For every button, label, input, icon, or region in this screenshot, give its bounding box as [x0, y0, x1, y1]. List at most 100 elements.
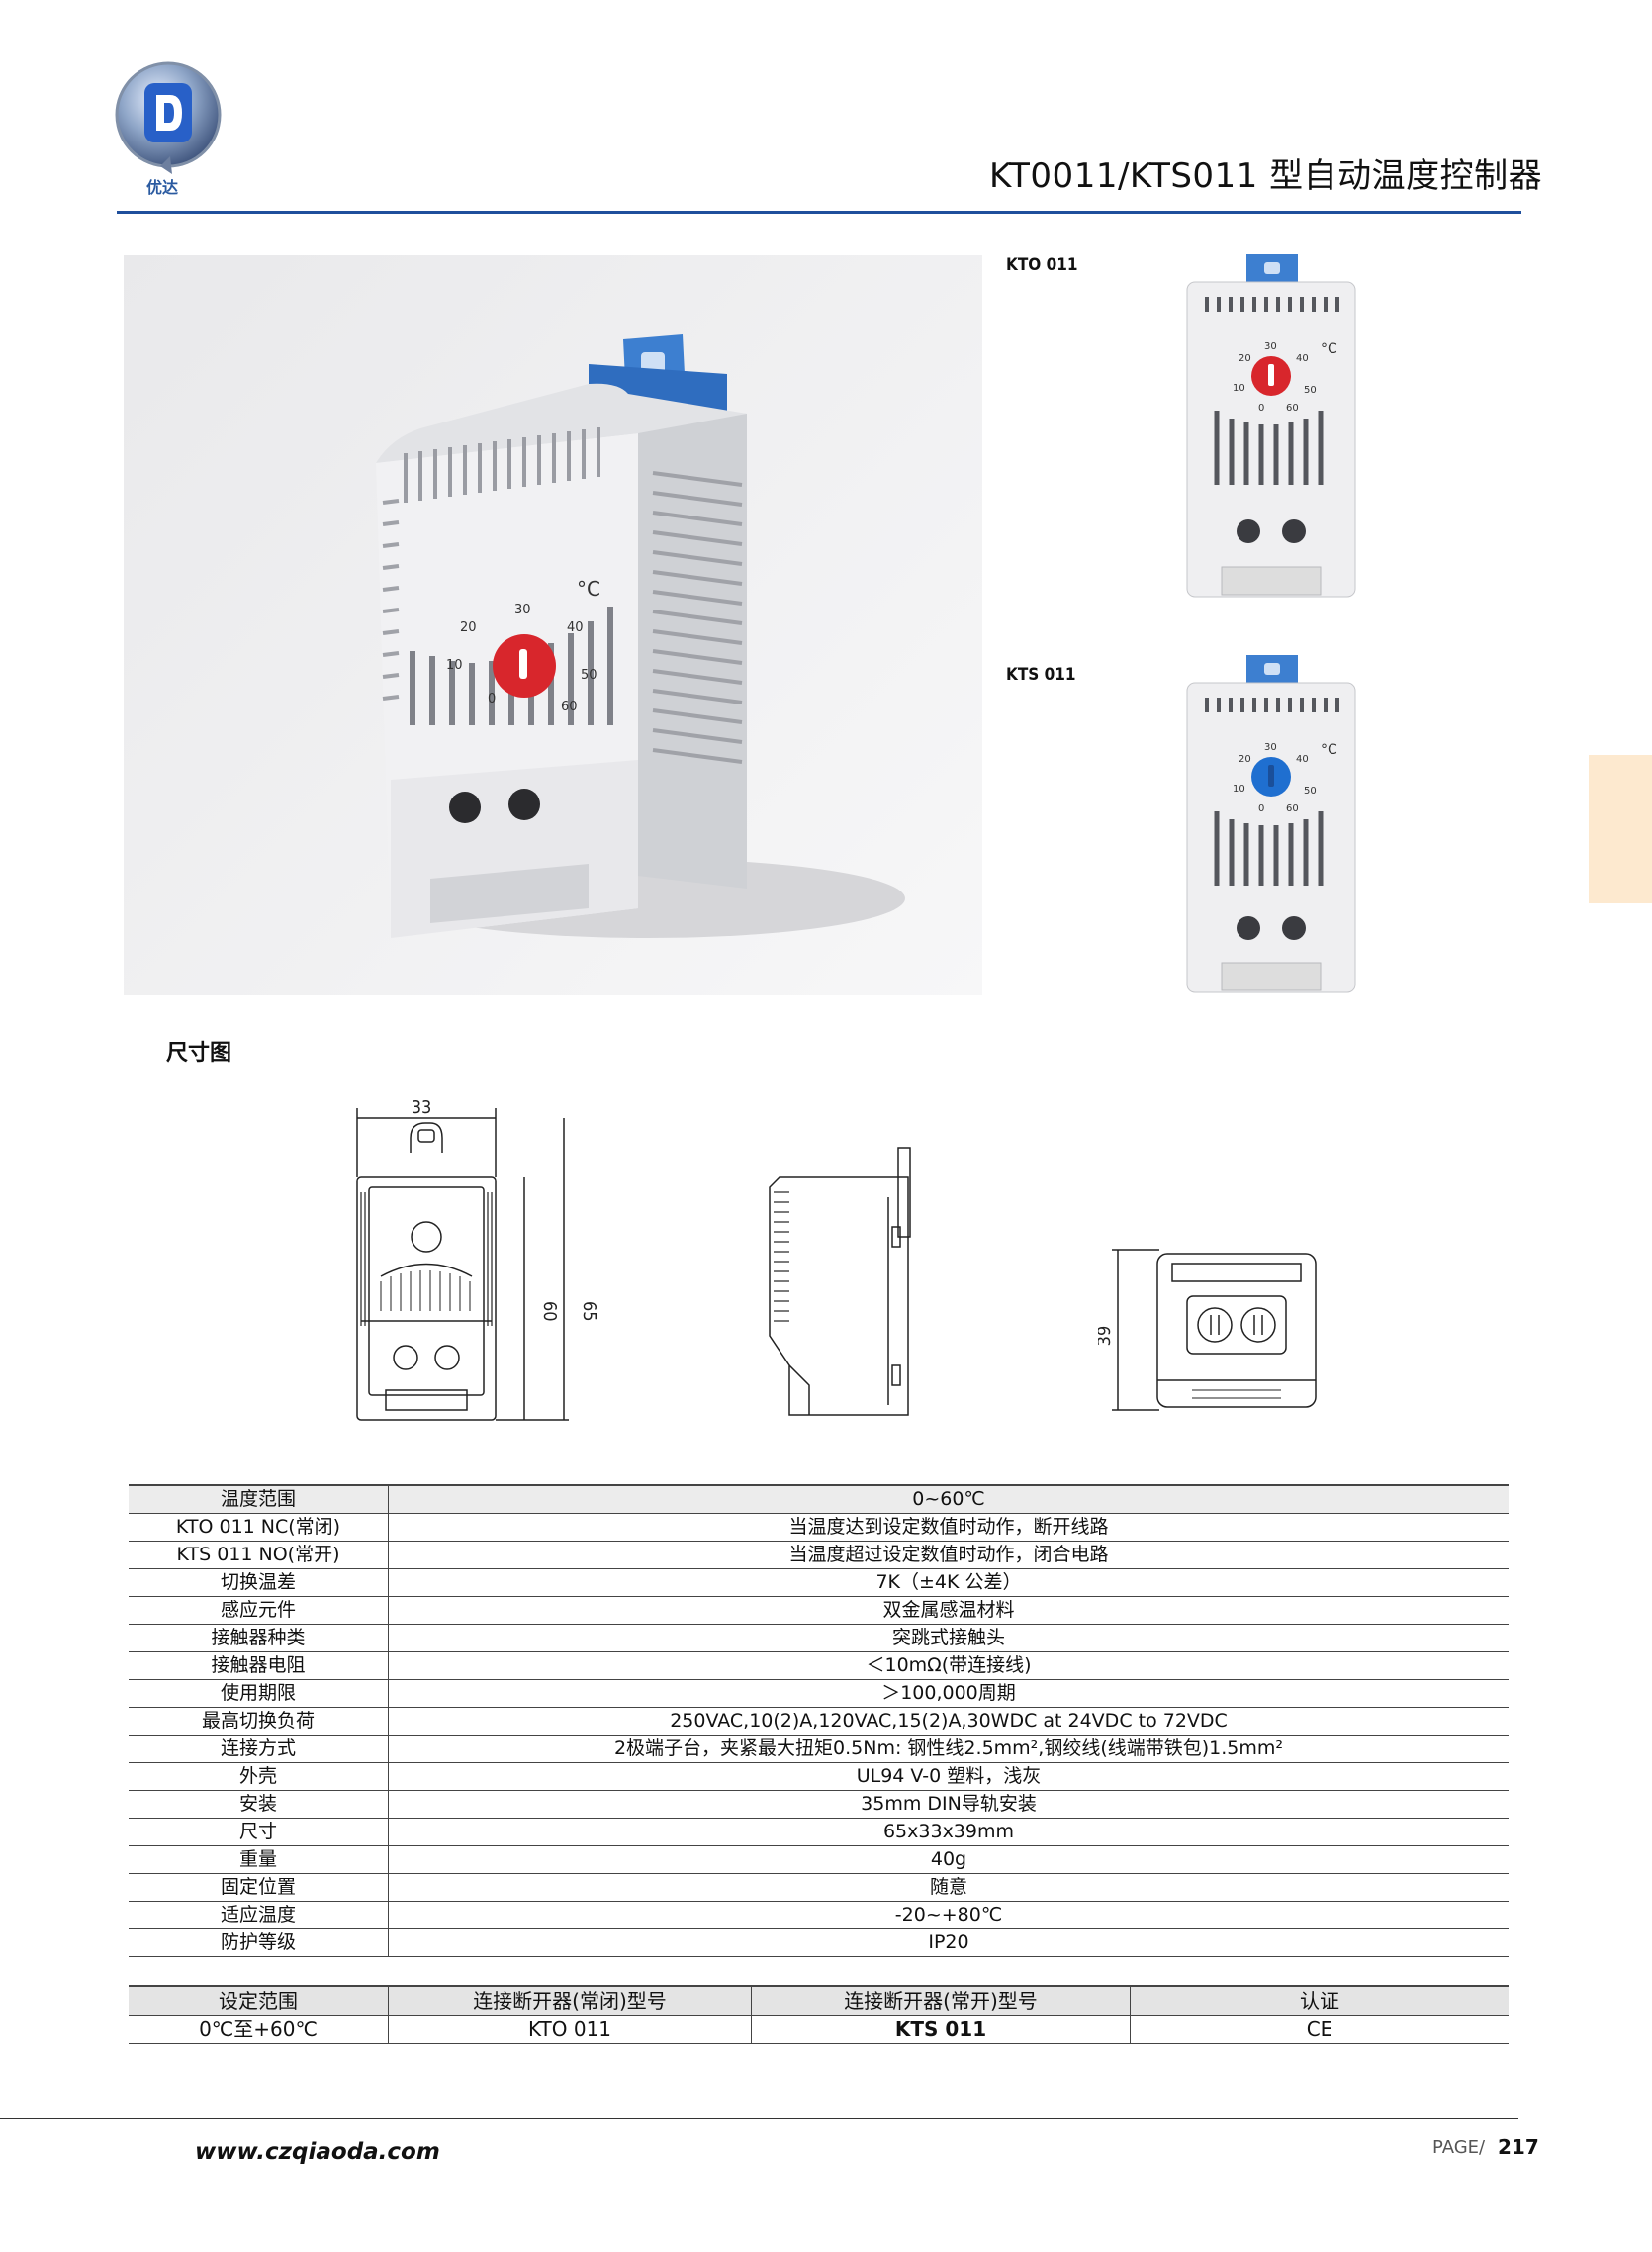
spec-value: -20~+80℃ — [388, 1901, 1509, 1929]
spec-label: 连接方式 — [129, 1735, 389, 1763]
spec-label: 适应温度 — [129, 1901, 389, 1929]
spec-value: ＜10mΩ(带连接线) — [388, 1651, 1509, 1680]
spec-label: 切换温差 — [129, 1568, 389, 1597]
table-row: 适应温度-20~+80℃ — [129, 1901, 1509, 1929]
spec-value: 65x33x39mm — [388, 1818, 1509, 1846]
svg-text:0: 0 — [1258, 403, 1264, 414]
svg-text:20: 20 — [1239, 353, 1251, 364]
svg-text:10: 10 — [1233, 383, 1245, 394]
svg-text:40: 40 — [1296, 754, 1309, 765]
svg-text:50: 50 — [581, 668, 597, 683]
kto-model-label: KTO 011 — [1006, 255, 1078, 275]
header-cell: 连接断开器(常闭)型号 — [388, 1985, 752, 2016]
page-number: 217 — [1498, 2135, 1539, 2159]
spec-label: 安装 — [129, 1790, 389, 1819]
table-row: KTO 011 NC(常闭)当温度达到设定数值时动作，断开线路 — [129, 1513, 1509, 1542]
logo-text: 优达 — [146, 178, 179, 197]
spec-value: 0~60℃ — [388, 1484, 1509, 1514]
spec-value: ＞100,000周期 — [388, 1679, 1509, 1708]
table-row: 接触器种类突跳式接触头 — [129, 1624, 1509, 1652]
spec-label: KTS 011 NO(常开) — [129, 1541, 389, 1569]
spec-value: 40g — [388, 1845, 1509, 1874]
svg-text:30: 30 — [1264, 742, 1277, 753]
dim-height-inner: 60 — [539, 1301, 560, 1322]
spec-value: 双金属感温材料 — [388, 1596, 1509, 1625]
table-row: 使用期限＞100,000周期 — [129, 1679, 1509, 1708]
spec-value: UL94 V-0 塑料，浅灰 — [388, 1762, 1509, 1791]
spec-label: 固定位置 — [129, 1873, 389, 1902]
spec-value: 随意 — [388, 1873, 1509, 1902]
svg-text:°C: °C — [577, 577, 600, 601]
footer-divider — [0, 2118, 1518, 2119]
spec-label: 最高切换负荷 — [129, 1707, 389, 1736]
table-cell: KTO 011 — [388, 2015, 752, 2044]
footer-website-link[interactable]: www.czqiaoda.com — [195, 2139, 440, 2165]
spec-value: 当温度超过设定数值时动作，闭合电路 — [388, 1541, 1509, 1569]
spec-value: 2极端子台，夹紧最大扭矩0.5Nm: 钢性线2.5mm²,钢绞线(线端带铁包)1… — [388, 1735, 1509, 1763]
svg-text:°C: °C — [1321, 742, 1337, 758]
table-row: 感应元件双金属感温材料 — [129, 1596, 1509, 1625]
header-divider — [117, 211, 1521, 214]
table-row: 固定位置随意 — [129, 1873, 1509, 1902]
spec-label: 接触器种类 — [129, 1624, 389, 1652]
dim-height-outer: 65 — [579, 1301, 599, 1322]
dimension-section-title: 尺寸图 — [166, 1041, 232, 1066]
table-cell: CE — [1130, 2015, 1509, 2044]
side-section-tab — [1589, 755, 1652, 903]
model-cert-table: 设定范围 连接断开器(常闭)型号 连接断开器(常开)型号 认证 0℃至+60℃ … — [129, 1985, 1509, 2044]
svg-text:60: 60 — [561, 700, 578, 714]
svg-text:0: 0 — [488, 692, 496, 706]
kts-product-photo: 20 30 40 10 50 0 60 °C — [1177, 653, 1365, 994]
table-cell: 0℃至+60℃ — [129, 2015, 389, 2044]
svg-text:50: 50 — [1304, 786, 1317, 797]
kts-model-label: KTS 011 — [1006, 665, 1076, 685]
svg-text:60: 60 — [1286, 803, 1299, 814]
header-cell: 设定范围 — [129, 1985, 389, 2016]
svg-text:20: 20 — [1239, 754, 1251, 765]
spec-label: 温度范围 — [129, 1484, 389, 1514]
spec-value: IP20 — [388, 1928, 1509, 1957]
table-cell: KTS 011 — [751, 2015, 1131, 2044]
table-row: KTS 011 NO(常开)当温度超过设定数值时动作，闭合电路 — [129, 1541, 1509, 1569]
svg-text:30: 30 — [514, 603, 531, 617]
front-view-drawing: 33 60 65 — [351, 1097, 608, 1425]
spec-label: 重量 — [129, 1845, 389, 1874]
side-view-drawing — [750, 1138, 948, 1425]
svg-text:°C: °C — [1321, 341, 1337, 357]
spec-value: 当温度达到设定数值时动作，断开线路 — [388, 1513, 1509, 1542]
table-row: 0℃至+60℃ KTO 011 KTS 011 CE — [129, 2015, 1509, 2044]
company-logo: 优达 — [111, 57, 228, 204]
header-cell: 连接断开器(常开)型号 — [751, 1985, 1131, 2016]
table-row: 接触器电阻＜10mΩ(带连接线) — [129, 1651, 1509, 1680]
svg-text:40: 40 — [567, 620, 584, 635]
spec-label: KTO 011 NC(常闭) — [129, 1513, 389, 1542]
bottom-view-drawing: 39 — [1094, 1242, 1326, 1420]
spec-value: 250VAC,10(2)A,120VAC,15(2)A,30WDC at 24V… — [388, 1707, 1509, 1736]
header-cell: 认证 — [1130, 1985, 1509, 2016]
spec-label: 使用期限 — [129, 1679, 389, 1708]
svg-text:10: 10 — [1233, 784, 1245, 795]
spec-value: 7K（±4K 公差） — [388, 1568, 1509, 1597]
spec-label: 接触器电阻 — [129, 1651, 389, 1680]
svg-text:0: 0 — [1258, 803, 1264, 814]
table-header-row: 设定范围 连接断开器(常闭)型号 连接断开器(常开)型号 认证 — [129, 1985, 1509, 2016]
spec-value: 突跳式接触头 — [388, 1624, 1509, 1652]
svg-text:30: 30 — [1264, 341, 1277, 352]
dim-depth: 39 — [1098, 1326, 1115, 1347]
svg-text:20: 20 — [460, 620, 477, 635]
spec-value: 35mm DIN导轨安装 — [388, 1790, 1509, 1819]
spec-label: 防护等级 — [129, 1928, 389, 1957]
spec-label: 感应元件 — [129, 1596, 389, 1625]
